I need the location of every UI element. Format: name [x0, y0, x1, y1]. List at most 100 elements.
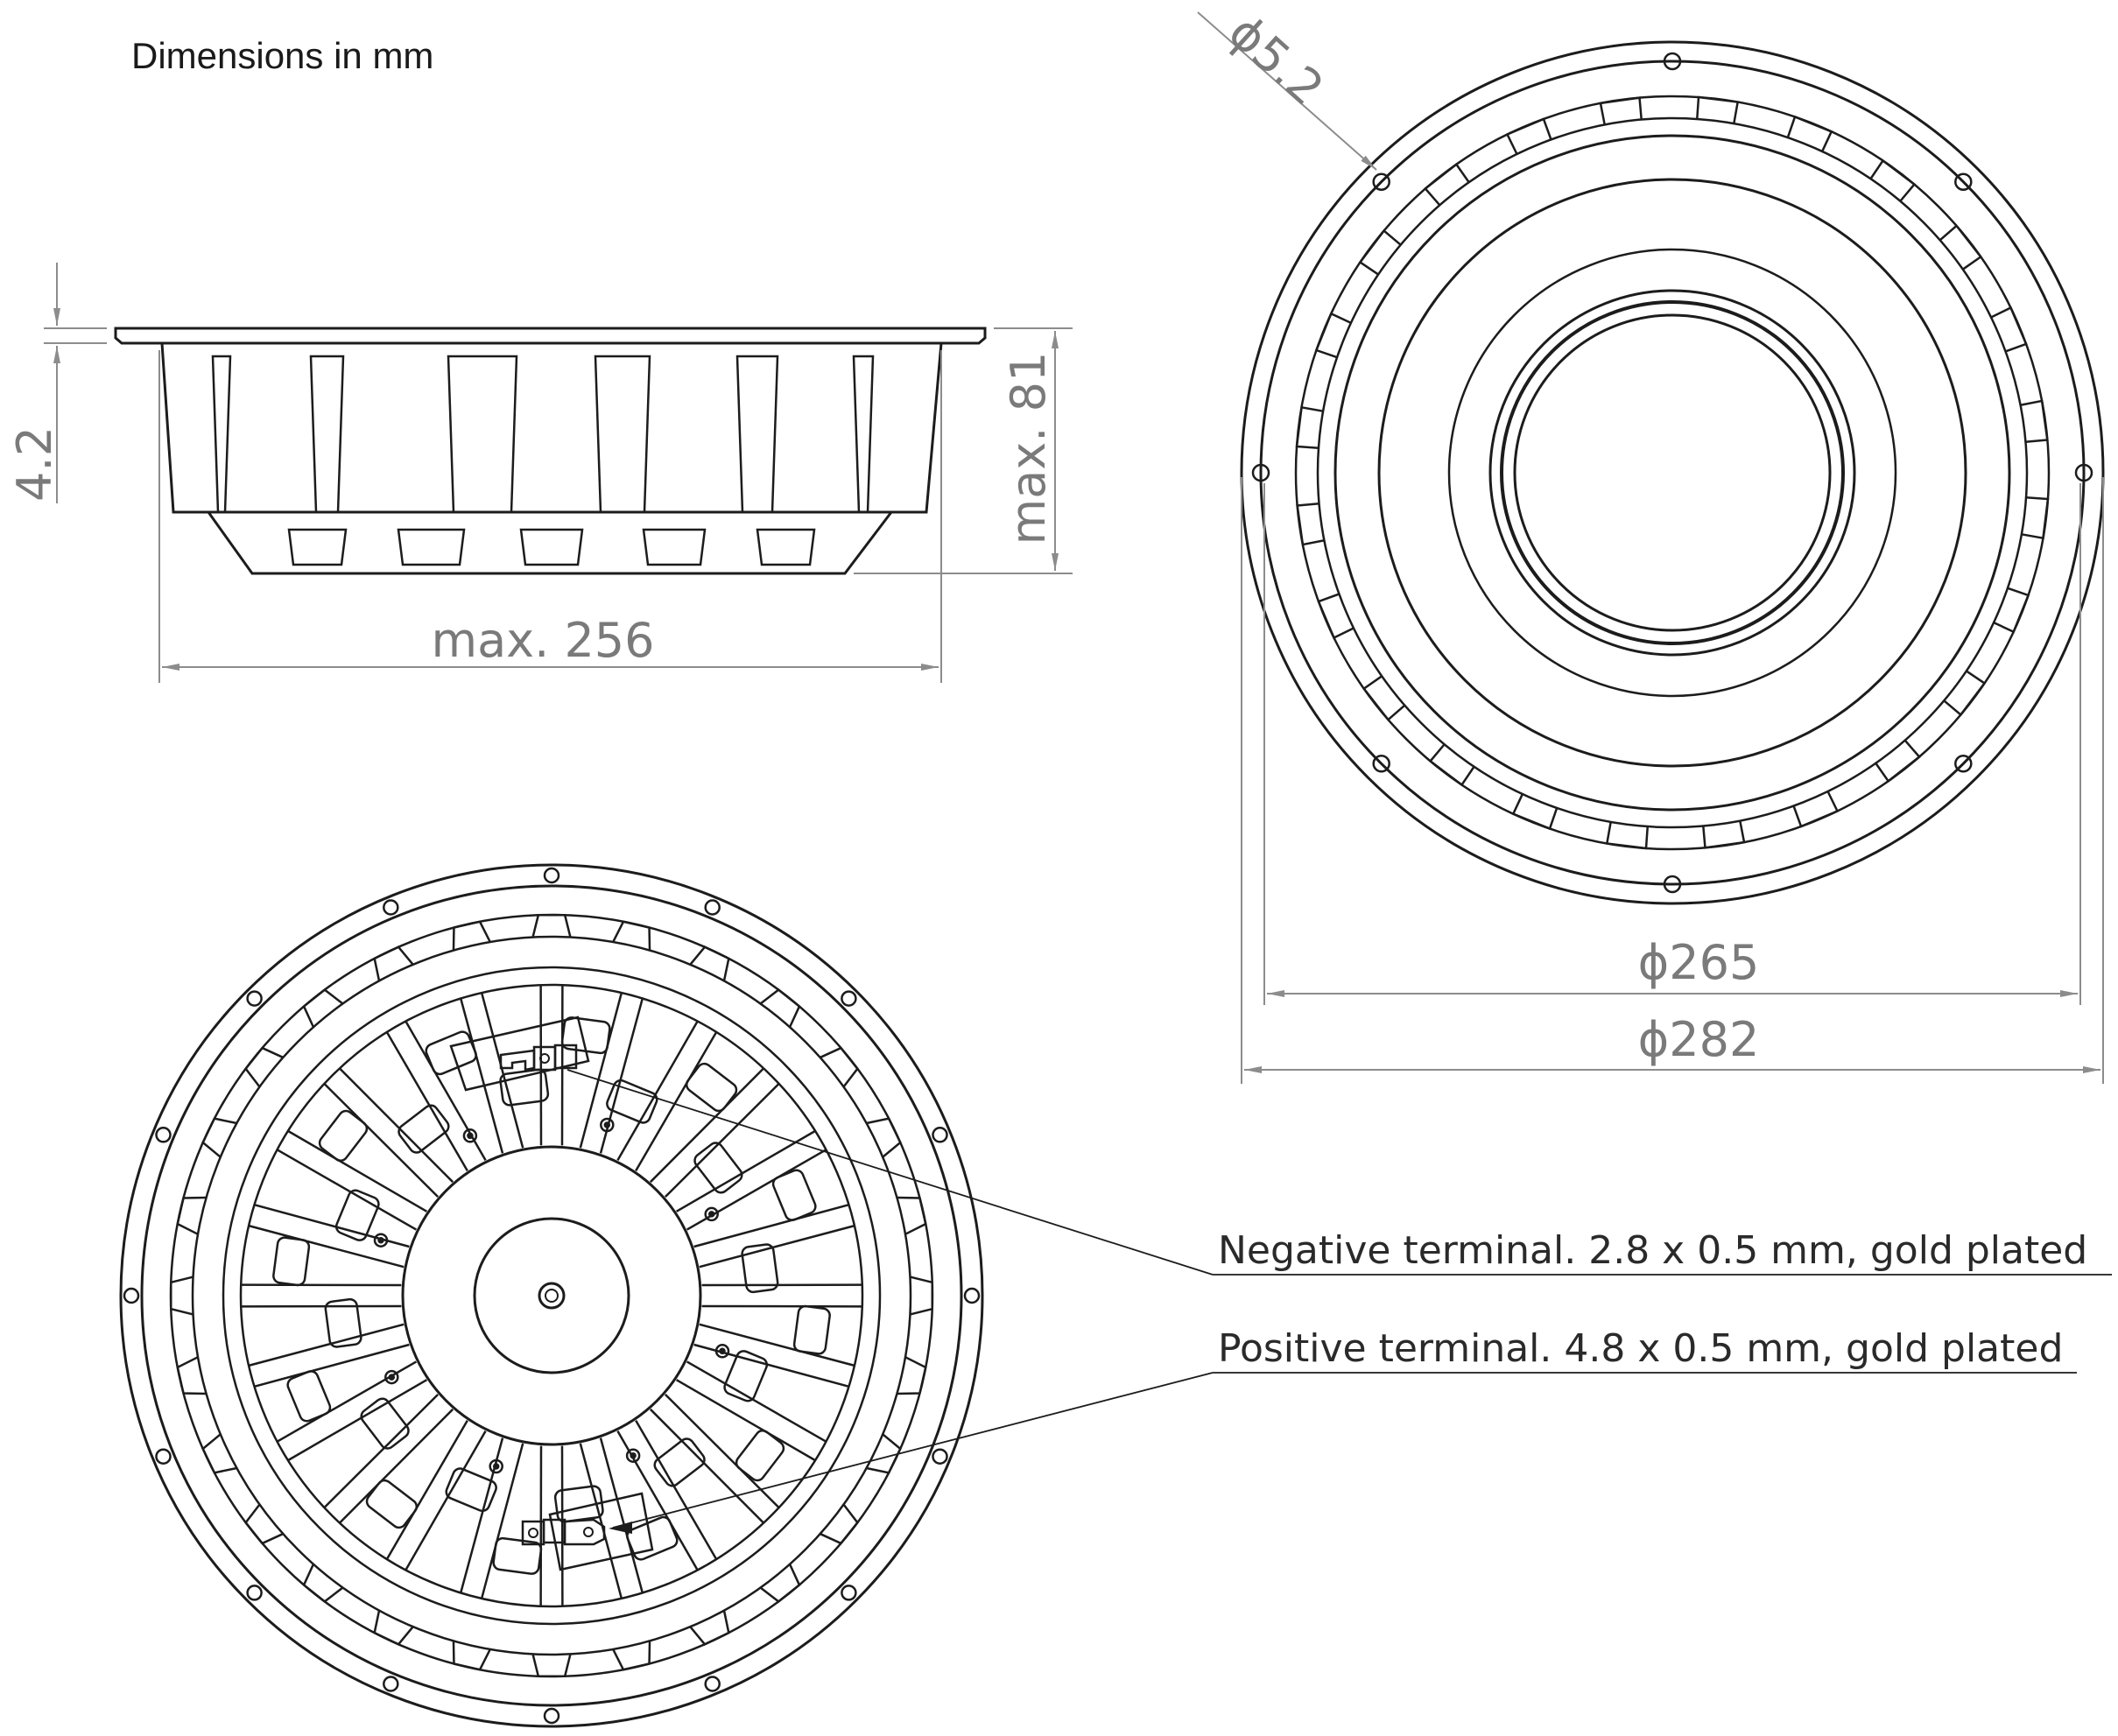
positive-terminal-callout: Positive terminal. 4.8 x 0.5 mm, gold pl…	[612, 1326, 2077, 1529]
mounting-hole	[1954, 755, 1973, 773]
motor-screw	[625, 1448, 641, 1463]
mounting-hole	[2074, 463, 2093, 482]
basket-window	[445, 1467, 497, 1513]
gasket-notch	[1990, 306, 2028, 353]
mounting-hole	[155, 1127, 172, 1143]
mounting-hole	[1663, 875, 1682, 894]
spoke-edge	[635, 1419, 718, 1560]
mounting-hole	[963, 1287, 981, 1304]
front-frame-inner	[1259, 60, 2086, 886]
front-cone-ring	[1447, 248, 1897, 698]
mounting-hole	[123, 1287, 140, 1304]
gasket-notch	[1317, 593, 1355, 640]
dim-flange-thickness: 4.2	[7, 263, 107, 503]
front-frame-outer	[1240, 40, 2105, 905]
spoke-edge	[693, 1204, 849, 1248]
front-surround-outer	[1333, 134, 2011, 812]
mounting-hole	[383, 899, 399, 916]
motor-screw-center	[492, 1463, 500, 1470]
spoke-edge	[699, 1323, 855, 1367]
rim-notch	[302, 1564, 344, 1603]
rim-notch	[866, 1433, 902, 1474]
basket-window	[560, 1016, 611, 1055]
rim-notch	[820, 1503, 859, 1545]
basket-window	[318, 1109, 369, 1163]
spoke-edge	[664, 1083, 780, 1198]
basket-window	[334, 1189, 380, 1241]
height-label: max. 81	[1001, 352, 1056, 545]
negative-terminal-label: Negative terminal. 2.8 x 0.5 mm, gold pl…	[1218, 1228, 2087, 1273]
spoke-edge	[248, 1224, 405, 1269]
rear-frame-inner	[140, 884, 963, 1707]
dim-hole-circle: ϕ265	[1263, 483, 2081, 1005]
side-slot	[756, 528, 816, 566]
rim-notch	[759, 1564, 801, 1603]
motor-screw	[704, 1206, 719, 1222]
basket-window	[272, 1236, 311, 1287]
dim-hole-diameter: ϕ5.2	[1197, 4, 1377, 171]
hole-diameter-label: ϕ5.2	[1218, 4, 1333, 116]
dim-width: max. 256	[158, 350, 942, 683]
negative-terminal-tab	[449, 1016, 590, 1092]
spoke-edge	[616, 1020, 699, 1162]
spoke-edge	[254, 1343, 410, 1388]
rear-basket-windows	[272, 1016, 831, 1575]
rim-notch	[820, 1046, 859, 1088]
gasket-notch	[1505, 117, 1552, 155]
gasket-notch	[2021, 496, 2050, 540]
basket-window	[741, 1243, 779, 1294]
rear-pole-piece	[473, 1217, 630, 1374]
basket-window	[693, 1142, 743, 1194]
front-surround-inner	[1377, 178, 1967, 768]
rear-rim-notches	[170, 914, 933, 1677]
basket-window	[792, 1304, 831, 1355]
spoke-edge	[649, 1408, 764, 1524]
spoke-edge	[405, 1430, 487, 1571]
rim-notch	[897, 1356, 927, 1395]
rim-notch	[759, 988, 801, 1028]
side-ribs	[211, 355, 875, 514]
basket-window	[365, 1479, 419, 1529]
rim-notch	[452, 920, 491, 951]
spoke-edge	[323, 1393, 440, 1508]
mounting-hole	[704, 1676, 721, 1692]
side-motor	[206, 510, 895, 575]
front-dustcap	[1513, 313, 1832, 632]
spoke-edge	[664, 1393, 780, 1508]
side-rib	[309, 355, 345, 514]
basket-window	[685, 1062, 738, 1113]
gasket-notch	[1943, 670, 1987, 717]
basket-window	[324, 1297, 362, 1348]
gasket-notch	[1599, 96, 1643, 125]
mounting-hole	[246, 990, 263, 1007]
motor-screw-center	[388, 1374, 396, 1381]
rim-notch	[612, 1641, 651, 1671]
gasket-notch	[1295, 405, 1324, 449]
hole-circle-label: ϕ265	[1638, 935, 1760, 990]
gasket-notch	[1605, 821, 1649, 850]
spoke-edge	[248, 1323, 405, 1367]
spoke-edge	[635, 1031, 718, 1172]
mounting-hole	[1372, 755, 1390, 773]
positive-terminal-tab	[521, 1492, 654, 1571]
rim-notch	[302, 988, 344, 1028]
side-rib	[852, 355, 875, 514]
side-flange	[114, 327, 987, 345]
gasket-notch	[1875, 739, 1921, 784]
mounting-hole	[932, 1448, 948, 1465]
spoke-edge	[385, 1031, 468, 1172]
negative-terminal-callout: Negative terminal. 2.8 x 0.5 mm, gold pl…	[566, 1069, 2112, 1276]
front-dustcap-ring-inner	[1500, 300, 1845, 645]
gasket-notch	[1786, 115, 1833, 152]
spoke-edge	[323, 1083, 440, 1198]
gasket-notch	[1511, 793, 1559, 831]
gasket-notch	[1314, 312, 1352, 359]
mounting-hole	[383, 1676, 399, 1692]
outer-diameter-label: ϕ282	[1638, 1012, 1760, 1067]
gasket-notch	[1362, 675, 1406, 721]
rear-magnet	[401, 1145, 702, 1446]
gasket-notch	[1696, 95, 1740, 124]
mounting-hole	[543, 1707, 560, 1725]
spoke-edge	[480, 1443, 524, 1599]
spoke-edge	[339, 1067, 454, 1184]
